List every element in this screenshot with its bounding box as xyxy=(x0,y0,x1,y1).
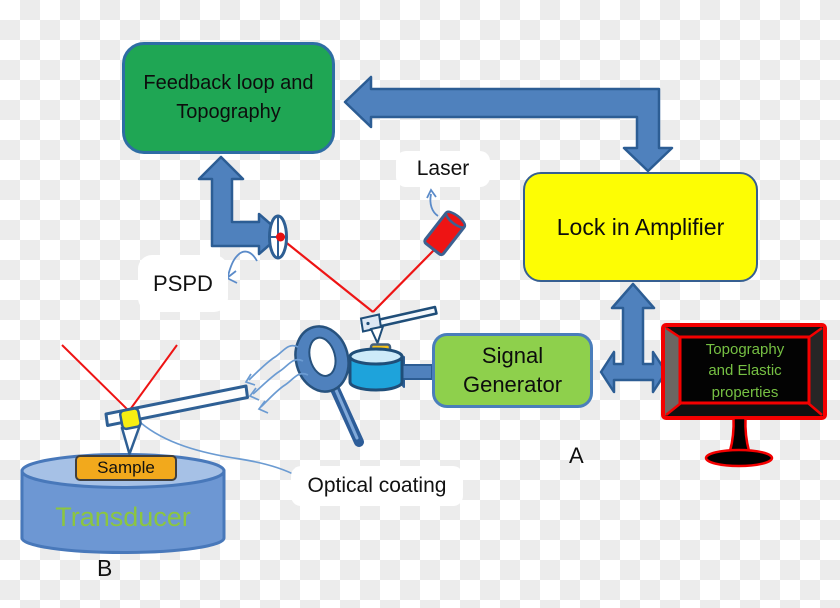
pspd-label-text: PSPD xyxy=(153,270,213,296)
beam-b-right xyxy=(128,344,178,412)
laser-pointer-arrow xyxy=(429,193,439,217)
optical-coating-pointer-arrow xyxy=(140,422,298,477)
cantilever-a-tip xyxy=(369,325,385,346)
laser-beam-reflected xyxy=(282,239,374,313)
sample-box: Sample xyxy=(75,455,177,481)
signal-generator-line1: Signal xyxy=(481,342,544,368)
laser-label: Laser xyxy=(396,151,490,187)
transducer-label-text: Transducer xyxy=(55,502,191,532)
lock-in-amplifier-box: Lock in Amplifier xyxy=(523,172,758,282)
monitor-base xyxy=(704,448,774,468)
wave-arrows-icon xyxy=(244,344,309,414)
monitor-line2: and Elastic xyxy=(708,362,782,380)
optical-coating-label-text: Optical coating xyxy=(307,474,447,497)
laser-icon xyxy=(423,210,467,257)
monitor-line3: properties xyxy=(711,383,779,401)
monitor-line1: Topography xyxy=(705,341,785,359)
transducer-label: Transducer xyxy=(22,502,224,533)
feedback-loop-box-line1: Feedback loop and xyxy=(143,72,314,94)
part-b-text: B xyxy=(97,555,113,581)
part-a-letter: A xyxy=(569,443,584,469)
laser-spot-dot xyxy=(276,232,285,242)
small-transducer-icon xyxy=(348,343,404,392)
monitor-screen xyxy=(678,335,811,405)
optical-coating-label: Optical coating xyxy=(291,466,463,506)
lock-in-amplifier-label: Lock in Amplifier xyxy=(556,213,725,240)
cantilever-a-icon xyxy=(359,305,438,346)
feedback-loop-box-line2: Topography xyxy=(176,101,281,123)
laser-label-text: Laser xyxy=(416,157,470,180)
monitor-icon xyxy=(661,323,827,468)
signal-generator-box: Signal Generator xyxy=(432,333,593,408)
laser-pointer-arrowhead-icon xyxy=(426,188,437,199)
lockin-sg-monitor-arrow xyxy=(599,282,668,394)
signal-generator-line2: Generator xyxy=(462,371,563,397)
monitor-stand xyxy=(728,416,751,453)
pspd-pointer-arrow xyxy=(227,250,258,277)
beam-b-left xyxy=(61,344,130,412)
pspd-label: PSPD xyxy=(138,255,228,312)
laser-beam-incident xyxy=(372,249,435,313)
lockin-to-feedback-arrow xyxy=(343,75,674,173)
cantilever-b-icon xyxy=(104,384,249,456)
part-b-letter: B xyxy=(97,555,112,582)
monitor-screen-text: Topography and Elastic properties xyxy=(681,339,809,403)
pspd-detector-icon xyxy=(268,214,288,260)
optical-coating-patch xyxy=(118,407,142,431)
feedback-loop-box: Feedback loop and Topography xyxy=(122,42,335,154)
magnifier-icon xyxy=(294,325,364,447)
part-a-text: A xyxy=(569,443,584,468)
sample-label-text: Sample xyxy=(97,458,155,477)
